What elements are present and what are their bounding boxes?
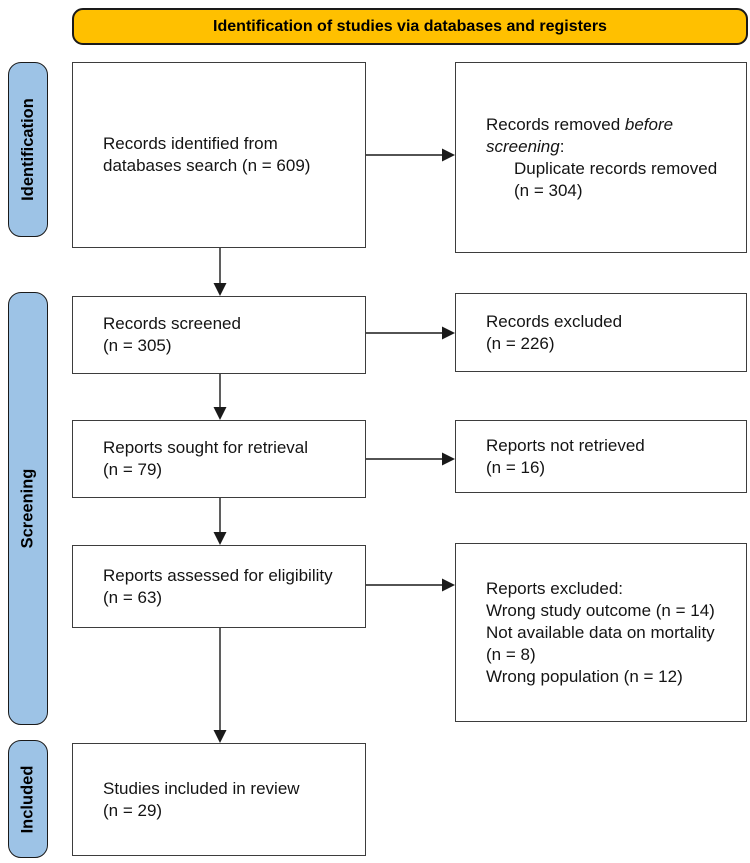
stage-label-screening: Screening [18, 468, 37, 549]
records-removed-italic: before [624, 114, 674, 134]
records-excluded-line: Records excluded [486, 311, 623, 331]
records-screened-box: Records screened (n = 305) [72, 296, 366, 374]
arrow-assessed-to-reports-excluded [366, 578, 455, 592]
records-identified-box: Records identified from databases search… [72, 62, 366, 248]
reports-excluded-line: (n = 8) [486, 644, 536, 664]
reports-excluded-line: Not available data on mortality [486, 622, 715, 642]
records-removed-text: Records removed [486, 114, 625, 134]
arrow-assessed-to-included [213, 628, 227, 743]
reports-not-retrieved-box: Reports not retrieved (n = 16) [455, 420, 747, 493]
reports-excluded-line: Wrong population (n = 12) [486, 666, 683, 686]
reports-sought-box: Reports sought for retrieval (n = 79) [72, 420, 366, 498]
records-excluded-line: (n = 226) [486, 333, 555, 353]
stage-bar-screening: Screening [8, 292, 48, 725]
arrow-screened-to-sought [213, 374, 227, 420]
reports-not-retrieved-line: Reports not retrieved [486, 435, 645, 455]
studies-included-box: Studies included in review (n = 29) [72, 743, 366, 856]
duplicate-records-line: Duplicate records removed [514, 158, 718, 178]
stage-label-included: Included [18, 765, 37, 833]
records-removed-line: Records removed before [486, 114, 738, 136]
banner-identification-of-studies: Identification of studies via databases … [72, 8, 748, 45]
records-identified-line: databases search (n = 609) [103, 156, 311, 175]
studies-included-line: Studies included in review [103, 778, 300, 798]
reports-sought-line: (n = 79) [103, 460, 163, 479]
arrow-sought-to-assessed [213, 498, 227, 545]
records-excluded-box: Records excluded (n = 226) [455, 293, 747, 372]
banner-title: Identification of studies via databases … [213, 17, 607, 35]
reports-assessed-line: Reports assessed for eligibility [103, 565, 333, 585]
reports-assessed-box: Reports assessed for eligibility (n = 63… [72, 545, 366, 628]
stage-label-identification: Identification [18, 98, 37, 201]
records-removed-box: Records removed before screening: Duplic… [455, 62, 747, 253]
records-removed-italic: screening [486, 136, 560, 156]
arrow-sought-to-not-retrieved [366, 452, 455, 466]
arrow-identified-to-removed [366, 148, 455, 162]
arrow-identified-to-screened [213, 248, 227, 296]
duplicate-records-line: (n = 304) [514, 180, 583, 200]
arrow-screened-to-excluded [366, 326, 455, 340]
reports-excluded-box: Reports excluded: Wrong study outcome (n… [455, 543, 747, 722]
records-removed-text: : [559, 136, 565, 156]
reports-sought-line: Reports sought for retrieval [103, 438, 309, 457]
records-screened-line: Records screened [103, 314, 241, 333]
reports-not-retrieved-line: (n = 16) [486, 457, 546, 477]
reports-excluded-line: Reports excluded: [486, 578, 624, 598]
reports-excluded-line: Wrong study outcome (n = 14) [486, 600, 715, 620]
records-removed-line: screening: [486, 136, 738, 158]
stage-bar-identification: Identification [8, 62, 48, 237]
records-screened-line: (n = 305) [103, 336, 172, 355]
reports-assessed-line: (n = 63) [103, 587, 163, 607]
stage-bar-included: Included [8, 740, 48, 858]
records-identified-line: Records identified from [103, 134, 278, 153]
studies-included-line: (n = 29) [103, 800, 163, 820]
